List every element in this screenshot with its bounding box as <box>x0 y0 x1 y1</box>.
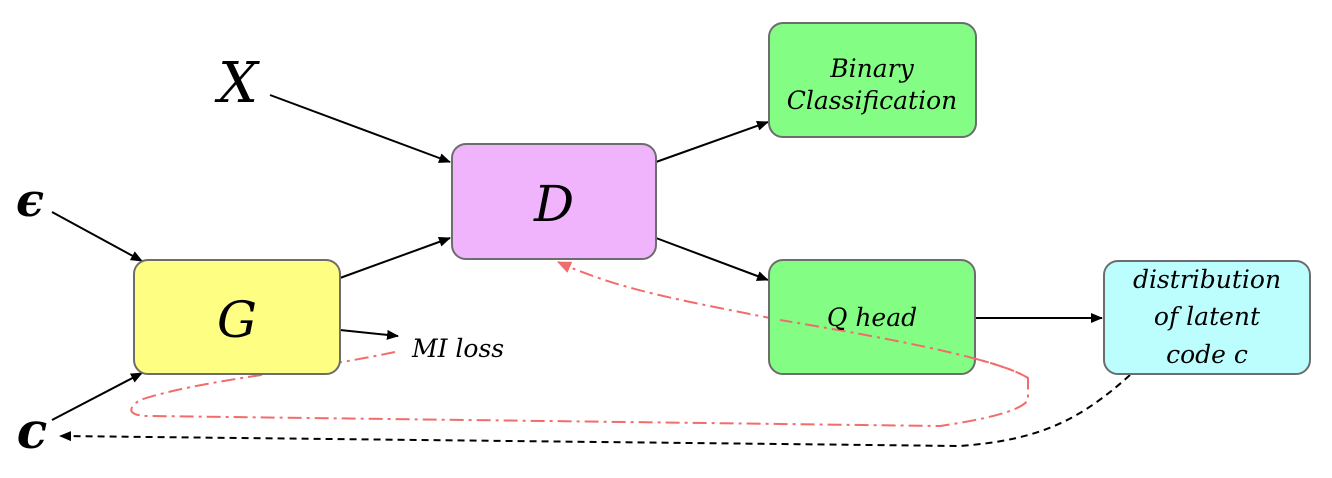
distribution-line2: of latent <box>1154 302 1261 331</box>
arrow-d-to-binary <box>655 120 769 163</box>
arrow-distribution-to-c <box>59 374 1131 448</box>
gradient-path <box>130 261 1029 428</box>
binary-classification-box: Binary Classification <box>768 22 977 138</box>
binary-classification-fill <box>768 22 977 138</box>
distribution-line1: distribution <box>1133 265 1281 294</box>
epsilon-input-label: ϵ <box>16 173 44 227</box>
generator-label: G <box>217 291 257 349</box>
mi-loss-label: MI loss <box>411 334 504 363</box>
q-head-label: Q head <box>827 303 917 332</box>
arrow-epsilon-to-g <box>51 211 143 262</box>
generator-box: G <box>133 259 341 375</box>
arrow-g-to-d <box>339 237 451 279</box>
arrow-d-to-qhead <box>655 237 769 281</box>
binary-classification-line2: Classification <box>787 86 957 115</box>
generator-fill <box>133 259 341 375</box>
distribution-fill <box>1103 260 1311 375</box>
binary-classification-line1: Binary <box>829 54 914 83</box>
x-input-label: X <box>214 51 260 116</box>
arrow-x-to-d <box>269 94 451 163</box>
arrow-c-to-g <box>51 372 143 421</box>
distribution-box: distribution of latent code c <box>1103 260 1311 375</box>
gradient-path-overlay <box>779 319 1029 379</box>
arrow-g-to-miloss <box>339 329 399 340</box>
discriminator-label: D <box>533 175 574 233</box>
distribution-line3: code c <box>1166 340 1248 369</box>
discriminator-box: D <box>451 143 657 260</box>
discriminator-fill <box>451 143 657 260</box>
c-input-label: c <box>17 401 47 460</box>
